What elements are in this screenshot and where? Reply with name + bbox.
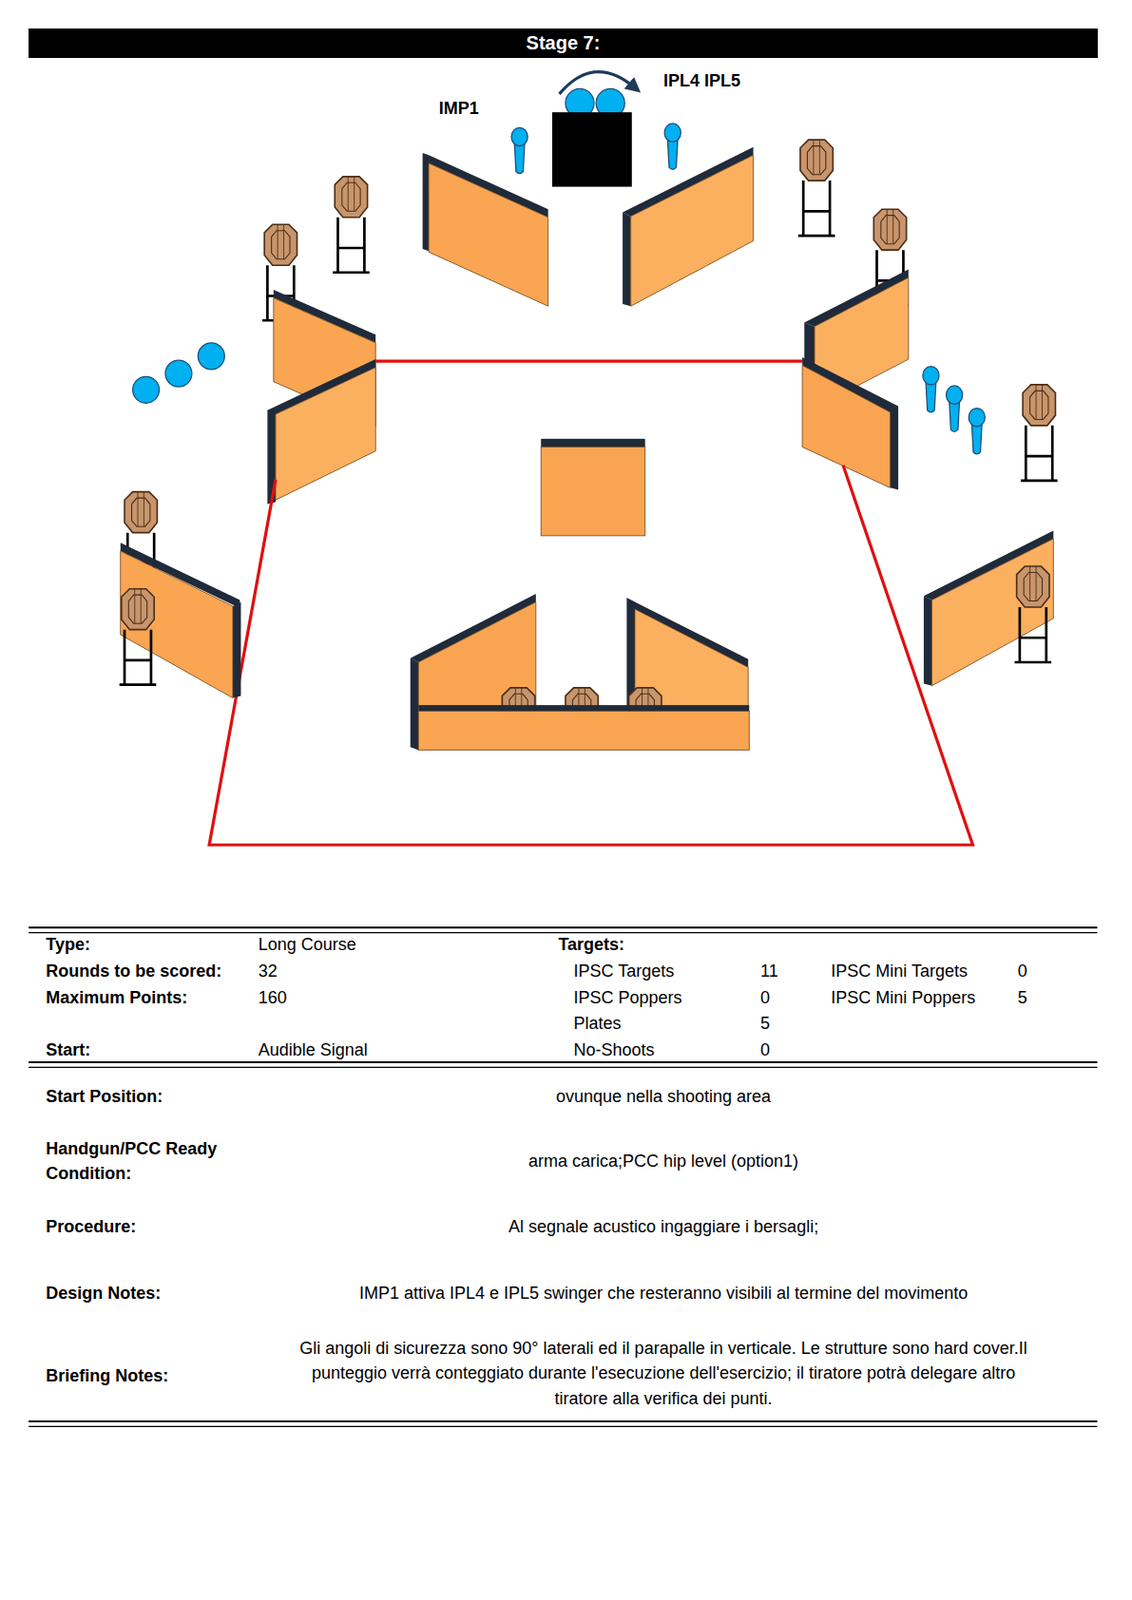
field-value: Audible Signal xyxy=(258,1037,368,1063)
target-count: 5 xyxy=(1017,985,1028,1011)
mini-popper xyxy=(511,127,528,173)
target-type: No-Shoots xyxy=(574,1037,655,1063)
table-rule xyxy=(28,927,1097,1427)
ipsc-target xyxy=(332,176,370,273)
wall xyxy=(802,357,899,491)
wall xyxy=(923,530,1054,686)
target-count: 5 xyxy=(760,1011,770,1037)
target-count: 0 xyxy=(1017,959,1028,984)
fault-line xyxy=(209,361,973,845)
wall xyxy=(540,439,646,537)
target-callout: IPL4 IPL5 xyxy=(663,68,741,94)
field-label: Start Position: xyxy=(45,1084,163,1110)
field-value: 32 xyxy=(258,959,278,984)
ipsc-target xyxy=(119,589,157,686)
field-label: Handgun/PCC Ready Condition: xyxy=(45,1136,222,1187)
ipsc-target xyxy=(798,139,836,236)
plate xyxy=(165,360,192,387)
field-value: 160 xyxy=(258,985,288,1011)
field-label: Targets: xyxy=(557,932,625,958)
field-label: Maximum Points: xyxy=(45,985,188,1011)
field-value: Gli angoli di sicurezza sono 90° lateral… xyxy=(297,1336,1030,1411)
target-count: 0 xyxy=(760,985,770,1011)
target-type: IPSC Mini Targets xyxy=(830,959,968,984)
target-count: 11 xyxy=(760,959,779,984)
field-label: Rounds to be scored: xyxy=(45,959,222,984)
mini-popper xyxy=(968,408,985,455)
plate xyxy=(197,343,225,370)
target-count: 0 xyxy=(760,1037,770,1063)
mini-popper xyxy=(664,123,681,170)
field-label: Start: xyxy=(45,1037,91,1063)
field-label: Type: xyxy=(45,932,91,958)
field-value: Al segnale acustico ingaggiare i bersagl… xyxy=(283,1214,1044,1240)
mini-popper xyxy=(946,385,963,432)
target-type: Plates xyxy=(574,1011,622,1037)
target-type: IPSC Targets xyxy=(574,959,675,984)
ipsc-target xyxy=(1020,384,1058,481)
field-label: Briefing Notes: xyxy=(45,1363,169,1389)
field-value: ovunque nella shooting area xyxy=(283,1084,1044,1110)
swing-arrow xyxy=(559,72,635,95)
field-label: Design Notes: xyxy=(45,1281,161,1306)
wall xyxy=(422,153,549,307)
swinger-box xyxy=(552,112,633,187)
wall xyxy=(622,147,753,307)
title-bar: Stage 7: xyxy=(28,28,1098,58)
wall xyxy=(267,359,376,504)
mini-popper xyxy=(922,366,940,413)
plate xyxy=(133,376,160,403)
field-value: IMP1 attiva IPL4 e IPL5 swinger che rest… xyxy=(281,1281,1047,1306)
target-type: IPSC Poppers xyxy=(574,985,683,1011)
field-value: Long Course xyxy=(258,932,357,958)
target-type: IPSC Mini Poppers xyxy=(830,985,976,1011)
target-callout: IMP1 xyxy=(439,95,480,121)
field-label: Procedure: xyxy=(45,1214,136,1240)
field-value: arma carica;PCC hip level (option1) xyxy=(283,1149,1044,1174)
stage-title: Stage 7: xyxy=(526,32,601,55)
ipsc-target xyxy=(1014,566,1052,663)
barricade xyxy=(410,594,750,750)
